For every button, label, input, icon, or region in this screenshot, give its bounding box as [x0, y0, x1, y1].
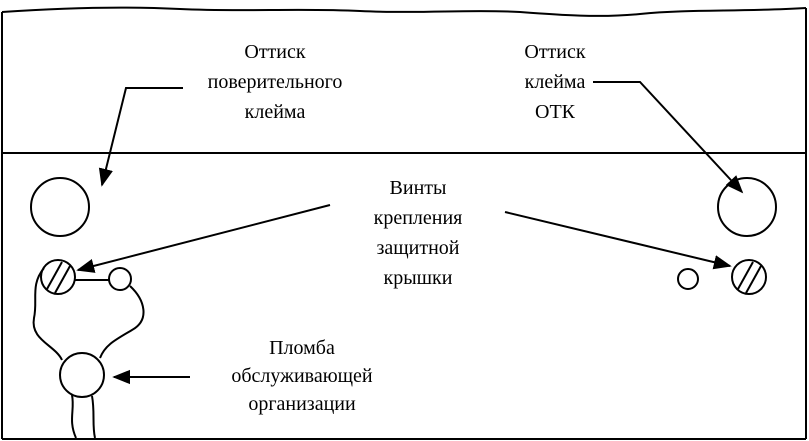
label-line: ОТК: [535, 101, 576, 123]
label-line: крепления: [374, 207, 463, 229]
arrow-left-screw: [76, 204, 331, 273]
label-line: организации: [248, 393, 356, 415]
label-line: обслуживающей: [231, 365, 373, 387]
label-line: Винты: [390, 177, 447, 199]
seal-wire: [99, 285, 145, 359]
seal-wire-tail: [91, 395, 96, 439]
seal-wire: [32, 267, 63, 361]
service-seal: [59, 352, 105, 398]
label-line: Пломба: [269, 337, 335, 359]
label-line: защитной: [376, 237, 459, 259]
arrow-calibration-mark: [98, 87, 183, 187]
break-line: [1, 6, 807, 17]
leader-arrows: [76, 81, 744, 385]
label-calibration-mark: Оттиск поверительного клейма: [208, 41, 343, 123]
label-line: поверительного: [208, 71, 343, 93]
qc-mark-imprint: [717, 177, 777, 237]
screw-slot-hatch: [737, 261, 754, 290]
label-qc-mark: Оттиск клейма ОТК: [524, 41, 586, 123]
label-line: крышки: [384, 267, 453, 289]
label-service-seal: Пломба обслуживающей организации: [231, 337, 373, 415]
label-cover-screws: Винты крепления защитной крышки: [374, 177, 463, 289]
screw-right: [731, 259, 767, 295]
arrow-qc-mark: [593, 81, 744, 194]
label-line: клейма: [245, 101, 306, 123]
right-screw-assembly: [677, 259, 767, 295]
screw-slot-hatch: [54, 265, 71, 294]
left-screw-assembly: [32, 259, 145, 439]
label-line: Оттиск: [524, 41, 586, 63]
calibration-mark-imprint: [30, 177, 90, 237]
label-line: Оттиск: [244, 41, 306, 63]
seal-wire-tail: [71, 394, 77, 439]
wire-eye: [677, 268, 699, 290]
screw-left: [40, 259, 76, 295]
screw-slot-hatch: [745, 265, 762, 294]
device-outline: [1, 6, 807, 440]
arrow-right-screw: [504, 211, 732, 270]
label-line: клейма: [525, 71, 586, 93]
wire-eye: [108, 267, 132, 291]
screw-slot-hatch: [46, 261, 63, 290]
